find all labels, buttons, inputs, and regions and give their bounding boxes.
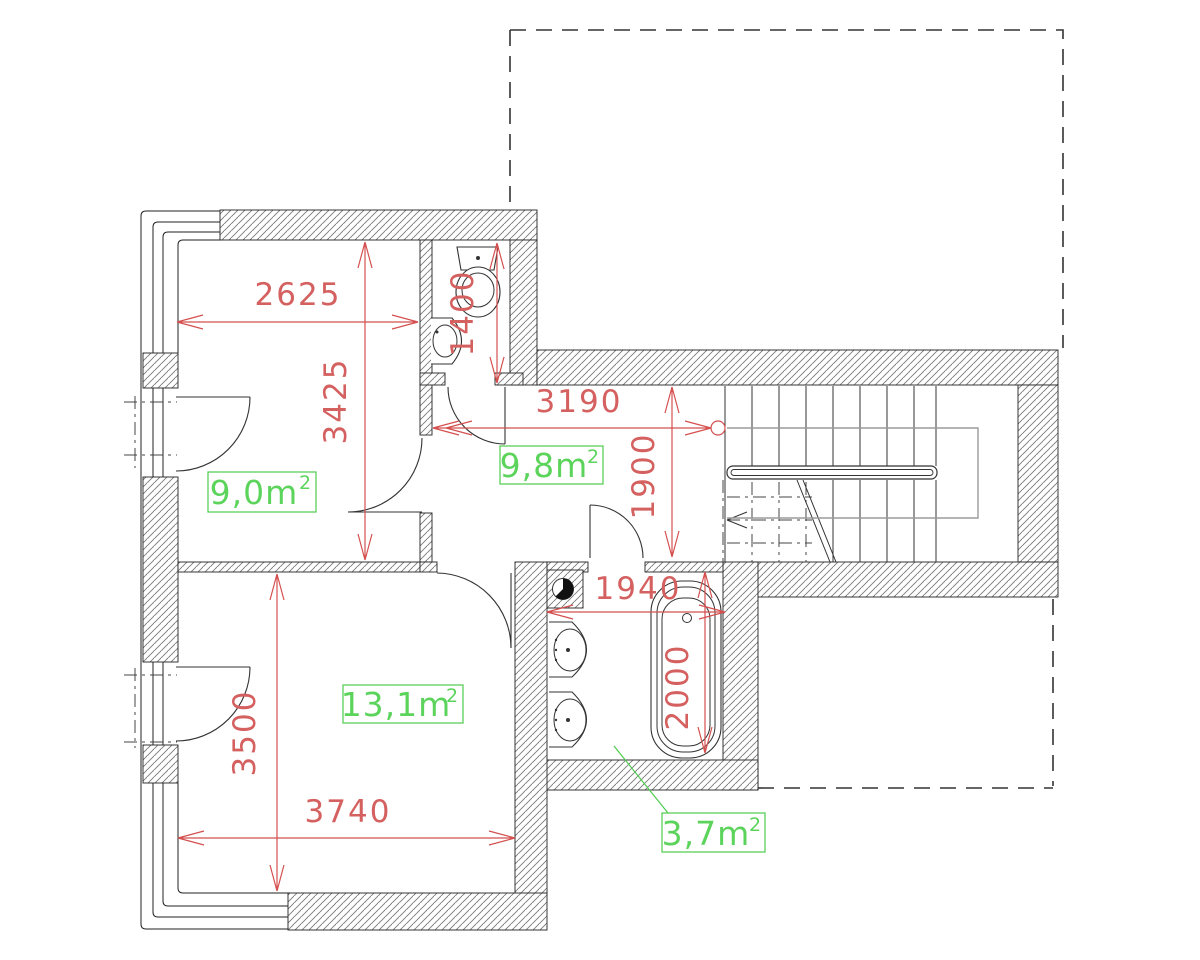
area-labels: 9,0m 2 9,8m 2 13,1m 2 3,7m 2 (207, 445, 766, 853)
wc-sink-fixture (431, 317, 463, 365)
balcony-door-room1 (124, 396, 251, 472)
area-label-room1: 9,0m 2 (207, 471, 317, 513)
bathtub-fixture (650, 580, 722, 759)
area-label-room2-text: 13,1m (341, 685, 452, 724)
dimension-hall-width: 3190 (432, 384, 726, 436)
stair-handrail (726, 465, 938, 480)
dimension-room2-width-text: 3740 (305, 794, 392, 830)
dimension-bath-width: 1940 (546, 571, 726, 620)
stair-treads-lower (722, 480, 937, 562)
roof-outline-dashed (509, 29, 1064, 789)
dimension-bath-depth: 2000 (660, 571, 713, 754)
door-wc-hall (447, 386, 506, 445)
walls (142, 209, 1059, 931)
area-label-hall-text: 9,8m (500, 446, 589, 485)
dimension-hall-width-text: 3190 (536, 384, 623, 420)
dimension-bath-depth-text: 2000 (660, 644, 696, 731)
toilet-fixture (455, 246, 501, 318)
vent-flue-symbol (546, 569, 584, 609)
door-hall-room2 (436, 572, 512, 649)
door-hall-bathroom (589, 504, 644, 559)
dimension-room1-width: 2625 (176, 277, 419, 330)
dimension-room2-depth: 3500 (227, 573, 285, 892)
dimension-hall-depth: 1900 (626, 386, 680, 558)
dimension-room1-depth-text: 3425 (318, 358, 354, 445)
area-label-room1-sup: 2 (299, 472, 311, 494)
area-label-bath-text: 3,7m (662, 814, 751, 853)
area-label-bath-leader (613, 745, 669, 814)
stair-break-line (796, 479, 837, 563)
dimension-room1-depth: 3425 (318, 241, 373, 561)
dimension-room2-width: 3740 (177, 794, 516, 846)
dimension-hall-depth-text: 1900 (626, 433, 662, 520)
dimension-room2-depth-text: 3500 (227, 690, 263, 777)
area-label-room2-sup: 2 (446, 685, 458, 707)
dimension-room1-width-text: 2625 (255, 277, 342, 313)
area-label-room1-text: 9,0m (210, 473, 299, 512)
area-label-room2: 13,1m 2 (341, 684, 464, 724)
dimension-bath-width-text: 1940 (595, 571, 682, 607)
area-label-hall-sup: 2 (587, 446, 599, 468)
balcony-door-room2 (124, 666, 251, 748)
dimensions: 2625 3425 1400 3190 1900 1940 2000 (176, 241, 726, 892)
fixtures (431, 246, 722, 759)
area-label-hall: 9,8m 2 (499, 445, 604, 485)
area-label-bath-sup: 2 (749, 814, 761, 836)
bath-sink-1-fixture (549, 621, 587, 678)
staircase (722, 386, 979, 563)
door-room1-hall (347, 437, 423, 513)
bath-sink-2-fixture (549, 691, 587, 748)
area-label-bath: 3,7m 2 (613, 745, 766, 853)
dimension-wc-depth-text: 1400 (445, 270, 481, 357)
dimension-wc-depth: 1400 (445, 242, 505, 384)
stair-treads-upper (724, 386, 937, 562)
doors (124, 386, 644, 748)
stair-opening-above-gray (727, 427, 979, 519)
